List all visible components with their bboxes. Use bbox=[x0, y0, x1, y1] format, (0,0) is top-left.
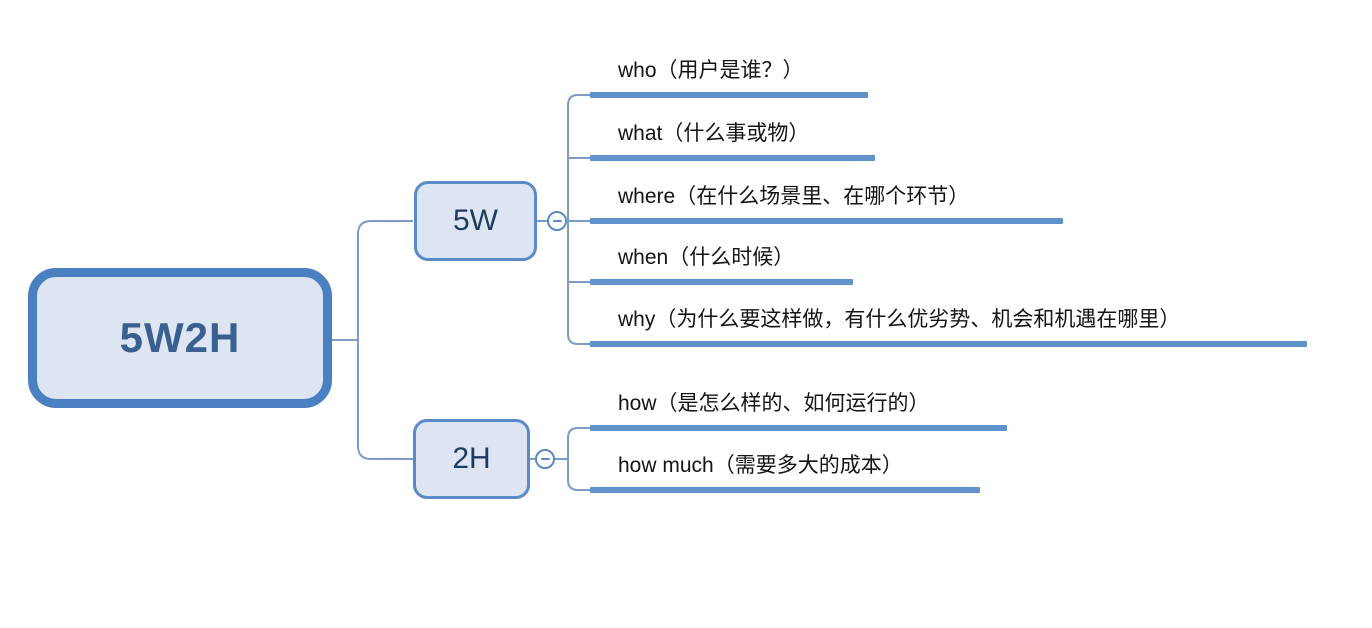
leaf-node-where[interactable]: where（在什么场景里、在哪个环节） bbox=[590, 182, 1063, 224]
leaf-underline bbox=[590, 341, 1307, 347]
leaf-node-what[interactable]: what（什么事或物） bbox=[590, 119, 875, 161]
leaf-label: who（用户是谁？） bbox=[618, 59, 804, 82]
root-node-5w2h[interactable]: 5W2H bbox=[28, 268, 332, 408]
minus-icon bbox=[540, 458, 550, 460]
leaf-node-when[interactable]: when（什么时候） bbox=[590, 243, 853, 285]
collapse-button-2h[interactable] bbox=[535, 449, 555, 469]
branch-node-label: 5W bbox=[453, 204, 498, 237]
leaf-underline bbox=[590, 425, 1007, 431]
leaf-underline bbox=[590, 279, 853, 285]
leaf-node-who[interactable]: who（用户是谁？） bbox=[590, 56, 868, 98]
leaf-node-why[interactable]: why（为什么要这样做，有什么优劣势、机会和机遇在哪里） bbox=[590, 305, 1307, 347]
leaf-node-how-much[interactable]: how much（需要多大的成本） bbox=[590, 451, 980, 493]
leaf-underline bbox=[590, 92, 868, 98]
minus-icon bbox=[552, 220, 562, 222]
branch-node-2h[interactable]: 2H bbox=[413, 419, 530, 499]
leaf-underline bbox=[590, 487, 980, 493]
leaf-underline bbox=[590, 218, 1063, 224]
leaf-label: why（为什么要这样做，有什么优劣势、机会和机遇在哪里） bbox=[618, 308, 1181, 331]
root-node-label: 5W2H bbox=[119, 314, 241, 361]
leaf-label: what（什么事或物） bbox=[618, 122, 810, 145]
branch-node-5w[interactable]: 5W bbox=[414, 181, 537, 261]
leaf-label: how（是怎么样的、如何运行的） bbox=[618, 392, 930, 415]
leaf-label: when（什么时候） bbox=[618, 246, 795, 269]
leaf-underline bbox=[590, 155, 875, 161]
collapse-button-5w[interactable] bbox=[547, 211, 567, 231]
leaf-label: where（在什么场景里、在哪个环节） bbox=[618, 185, 970, 208]
leaf-label: how much（需要多大的成本） bbox=[618, 454, 903, 477]
branch-node-label: 2H bbox=[452, 442, 491, 475]
leaf-node-how[interactable]: how（是怎么样的、如何运行的） bbox=[590, 389, 1007, 431]
